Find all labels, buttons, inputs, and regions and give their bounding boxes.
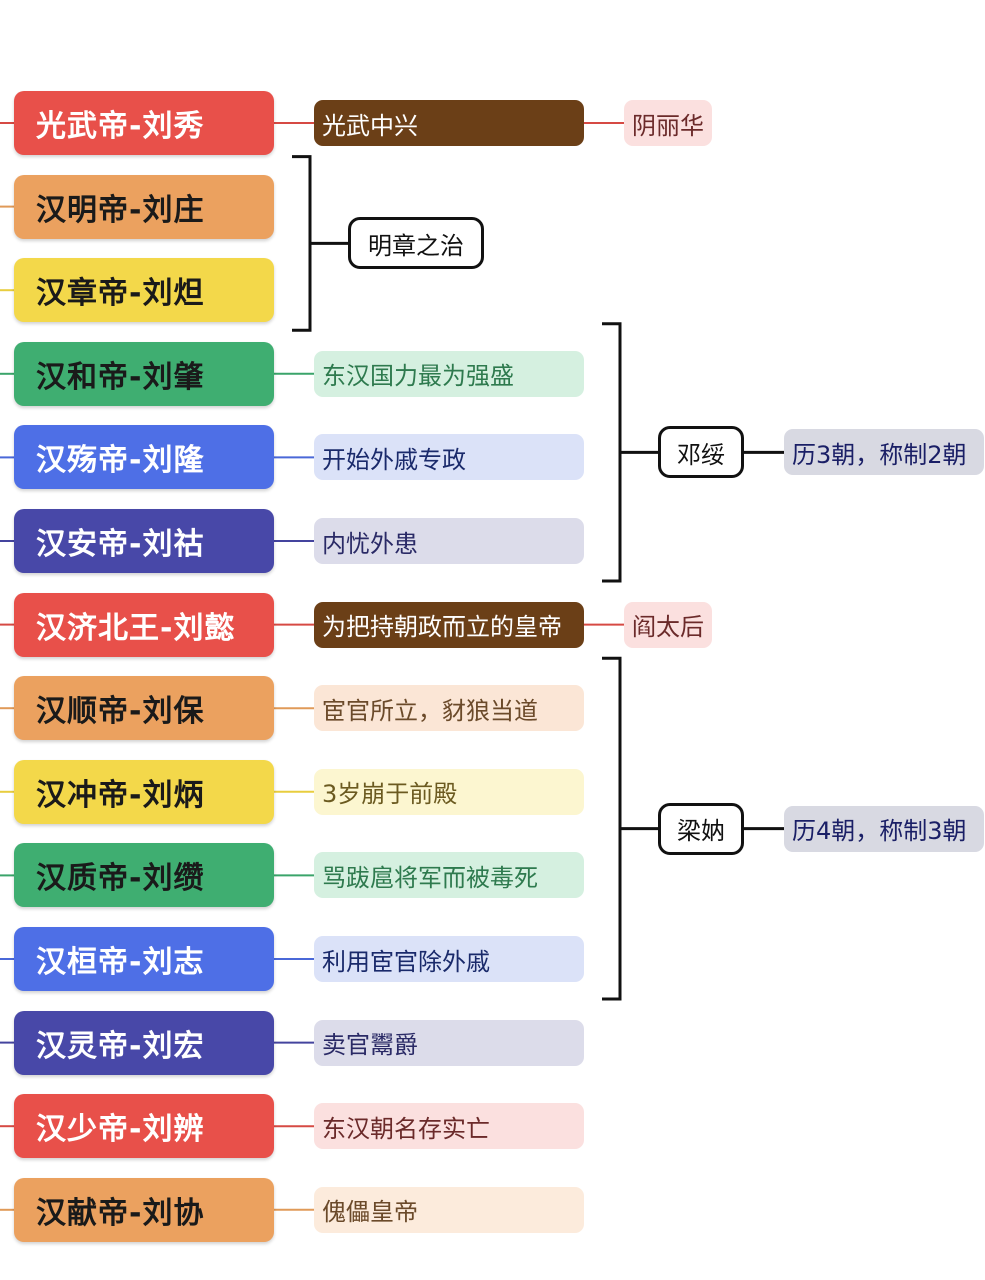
note-box: 开始外戚专政 [314,434,584,481]
group-bracket [602,656,622,1001]
note-box: 卖官鬻爵 [314,1019,584,1066]
emperor-box: 汉顺帝-刘保 [14,676,274,741]
note-box: 傀儡皇帝 [314,1186,584,1233]
emperor-box: 汉灵帝-刘宏 [14,1010,274,1075]
emperor-box: 汉殇帝-刘隆 [14,425,274,490]
note-box: 内忧外患 [314,518,584,564]
note-box: 光武中兴 [314,100,584,146]
note-box: 东汉国力最为强盛 [314,350,584,397]
group-label-box: 梁妠 [658,802,744,855]
emperor-box: 汉安帝-刘祜 [14,509,274,573]
note-box: 3岁崩于前殿 [314,768,584,815]
emperor-box: 光武帝-刘秀 [14,91,274,155]
emperor-box: 汉明帝-刘庄 [14,174,274,239]
group-bracket [602,322,622,583]
note-box: 东汉朝名存实亡 [314,1103,584,1150]
emperor-box: 汉章帝-刘炟 [14,258,274,323]
side-note-box: 阴丽华 [624,100,712,146]
emperor-box: 汉和帝-刘肇 [14,341,274,406]
note-box: 利用宦官除外戚 [314,936,584,982]
group-label-box: 明章之治 [348,217,484,270]
emperor-box: 汉少帝-刘辨 [14,1094,274,1159]
emperor-box: 汉冲帝-刘炳 [14,759,274,824]
note-box: 为把持朝政而立的皇帝 [314,601,584,648]
emperor-box: 汉济北王-刘懿 [14,592,274,657]
emperor-box: 汉献帝-刘协 [14,1177,274,1242]
group-summary-box: 历4朝，称制3朝 [784,805,984,852]
group-label-box: 邓绥 [658,426,744,479]
emperor-box: 汉质帝-刘缵 [14,843,274,908]
note-box: 宦官所立，豺狼当道 [314,685,584,732]
group-bracket [292,155,312,332]
note-box: 骂跋扈将军而被毒死 [314,852,584,899]
side-note-box: 阎太后 [624,601,712,648]
group-summary-box: 历3朝，称制2朝 [784,429,984,476]
emperor-box: 汉桓帝-刘志 [14,927,274,991]
